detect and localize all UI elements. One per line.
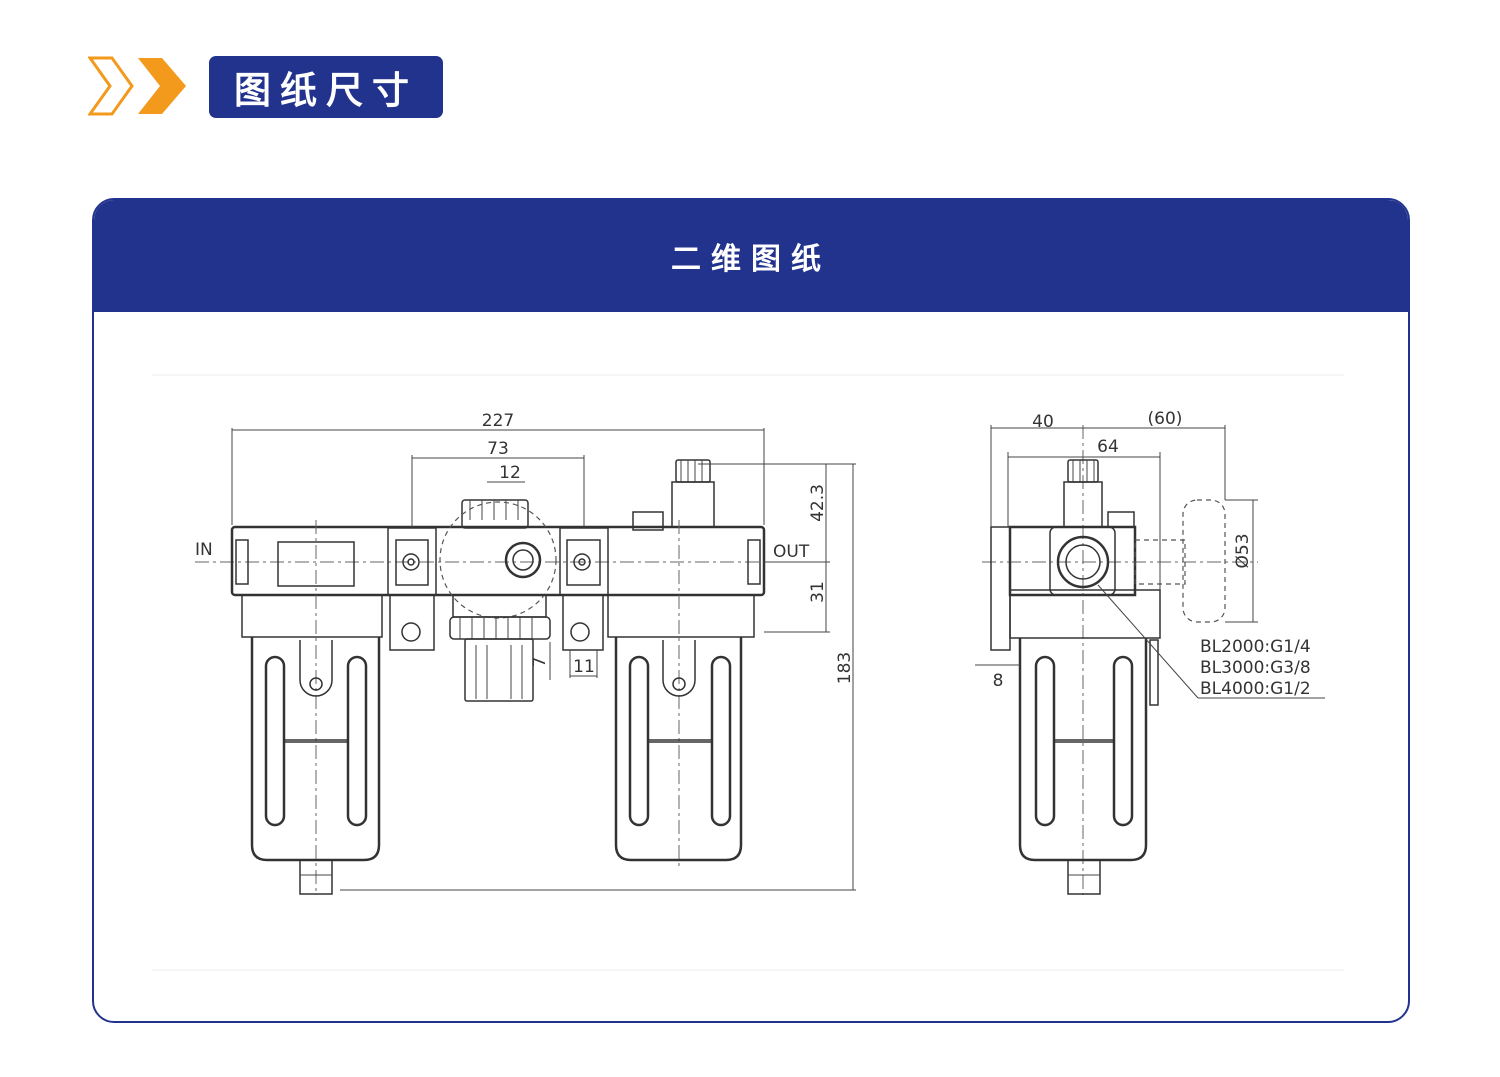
dim-port-height: 31: [808, 581, 828, 603]
chevron-arrows-icon: [88, 56, 186, 116]
dim-overall-width: 227: [482, 411, 514, 431]
port-spec-3: BL4000:G1/2: [1200, 679, 1311, 699]
port-spec-1: BL2000:G1/4: [1200, 637, 1311, 657]
dim-mount-thickness: 8: [993, 671, 1004, 691]
outlet-label: OUT: [773, 542, 810, 562]
dim-regulator-width: 73: [487, 439, 509, 459]
dim-total-height: 183: [835, 652, 855, 684]
front-view-drawing: 227 73 12 42.3 31 183 7 11 IN OUT: [195, 411, 856, 895]
dim-bracket-span: 64: [1097, 437, 1119, 457]
dim-knob-width: 12: [499, 463, 521, 483]
port-spec-2: BL3000:G3/8: [1200, 658, 1311, 678]
dim-bracket-width: 11: [573, 657, 595, 677]
dim-gauge-diameter: Ø53: [1233, 533, 1253, 568]
dim-gauge-offset: 7: [530, 657, 550, 668]
side-view-drawing: 40 (60) 64 Ø53 8 BL2000:G1/4 BL3000:G3/8…: [975, 409, 1325, 895]
dim-gauge-offset-side: (60): [1148, 409, 1183, 429]
dim-body-width: 40: [1032, 412, 1054, 432]
inlet-label: IN: [195, 540, 213, 560]
dim-top-height: 42.3: [808, 484, 828, 522]
section-title: 图纸尺寸: [209, 56, 443, 118]
drawing-panel: 二维图纸: [92, 198, 1410, 1023]
panel-title: 二维图纸: [94, 200, 1408, 312]
